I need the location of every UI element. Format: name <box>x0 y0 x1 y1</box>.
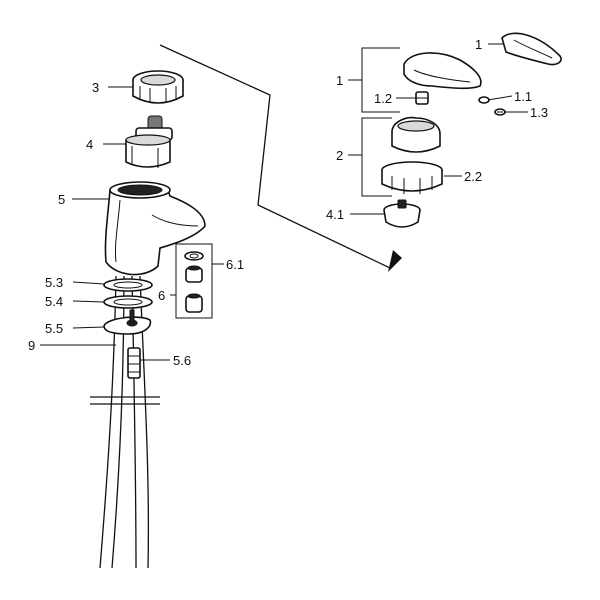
part-5-mixer-body <box>104 181 206 276</box>
label-1-1: 1.1 <box>514 89 532 104</box>
label-5-3: 5.3 <box>45 275 63 290</box>
label-2: 2 <box>336 148 343 163</box>
part-5-4-washer <box>103 295 153 309</box>
label-2-2: 2.2 <box>464 169 482 184</box>
leader-lines <box>40 43 528 361</box>
part-1-3-screw <box>494 108 506 116</box>
part-1-1-pin <box>478 96 490 104</box>
label-9: 9 <box>28 338 35 353</box>
group-bracket-2 <box>348 117 392 197</box>
group-bracket-1 <box>348 47 400 113</box>
part-2-dome-cap <box>391 116 441 153</box>
label-4-1: 4.1 <box>326 207 344 222</box>
label-5-5: 5.5 <box>45 321 63 336</box>
label-1-group: 1 <box>336 73 343 88</box>
label-5: 5 <box>58 192 65 207</box>
part-2-2-sleeve <box>381 161 443 194</box>
label-3: 3 <box>92 80 99 95</box>
part-5-3-washer <box>103 278 153 292</box>
part-3-ring-nut <box>132 70 184 104</box>
label-6-1: 6.1 <box>226 257 244 272</box>
part-5-5-fixing-plate <box>103 309 152 335</box>
part-4-1-clip <box>383 199 421 228</box>
assembly-arrow-head <box>388 250 402 272</box>
label-6: 6 <box>158 288 165 303</box>
part-1-lever-handle-small <box>501 32 562 66</box>
part-1-2-insert <box>415 91 429 105</box>
part-1-lever-handle-large <box>403 52 482 90</box>
label-1-handle: 1 <box>475 37 482 52</box>
part-5-6-threaded-stud <box>127 347 141 379</box>
label-4: 4 <box>86 137 93 152</box>
assembly-connection-line <box>159 44 391 269</box>
label-1-3: 1.3 <box>530 105 548 120</box>
label-5-4: 5.4 <box>45 294 63 309</box>
part-4-cartridge <box>125 115 173 168</box>
label-1-2: 1.2 <box>374 91 392 106</box>
part-6-tail-piece-group <box>175 243 213 319</box>
label-5-6: 5.6 <box>173 353 191 368</box>
